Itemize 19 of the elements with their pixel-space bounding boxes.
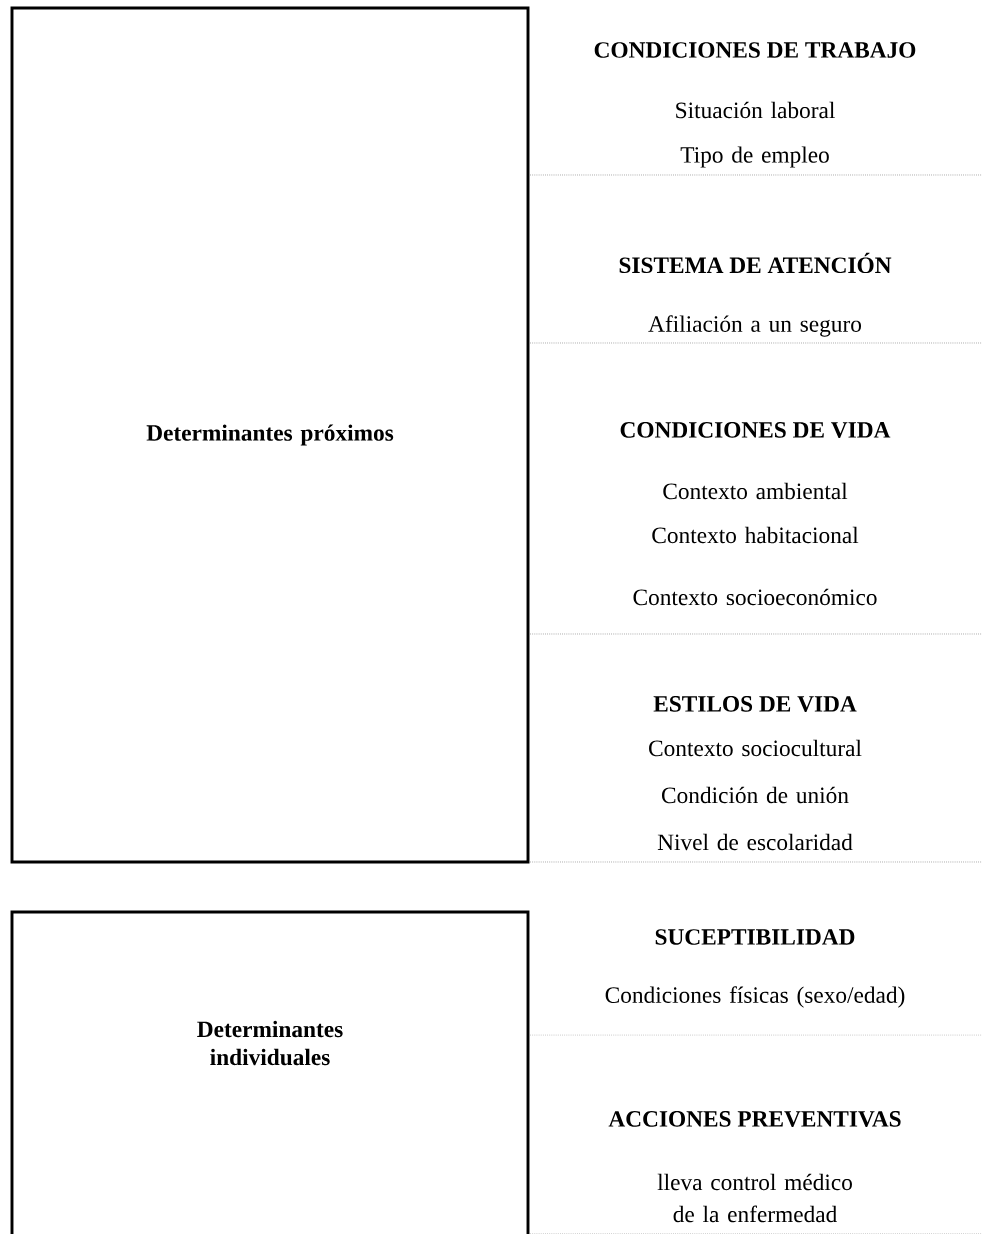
factor-text: Condición de unión: [662, 786, 849, 804]
factor-text: Tipo de empleo: [680, 146, 829, 168]
factor-text: Contexto habitacional: [652, 526, 859, 544]
factor-text: Nivel de escolaridad: [657, 833, 853, 851]
factor-text: Condiciones físicas (sexo/edad): [605, 986, 905, 1008]
category-heading: SISTEMA DE ATENCIÓN: [619, 252, 892, 274]
determinant-box: Determinantes individuales: [10, 910, 530, 1234]
factor-text: Contexto ambiental: [663, 482, 848, 500]
factor-text: Contexto sociocultural: [649, 739, 862, 757]
category-heading: ACCIONES PREVENTIVAS: [608, 1111, 901, 1127]
factor-text: Afiliación a un seguro: [648, 315, 861, 337]
factor-text: Situación laboral: [676, 101, 835, 119]
factor-text: Contexto socioeconómico: [633, 588, 877, 606]
category-heading: CONDICIONES DE VIDA: [620, 422, 891, 438]
category-heading: ESTILOS DE VIDA: [653, 696, 857, 712]
category-heading: CONDICIONES DE TRABAJO: [594, 42, 916, 58]
determinant-box: Determinantes próximos: [10, 6, 530, 864]
factor-text: lleva control médico de la enfermedad: [657, 1173, 852, 1223]
category-heading: SUCEPTIBILIDAD: [655, 929, 855, 945]
